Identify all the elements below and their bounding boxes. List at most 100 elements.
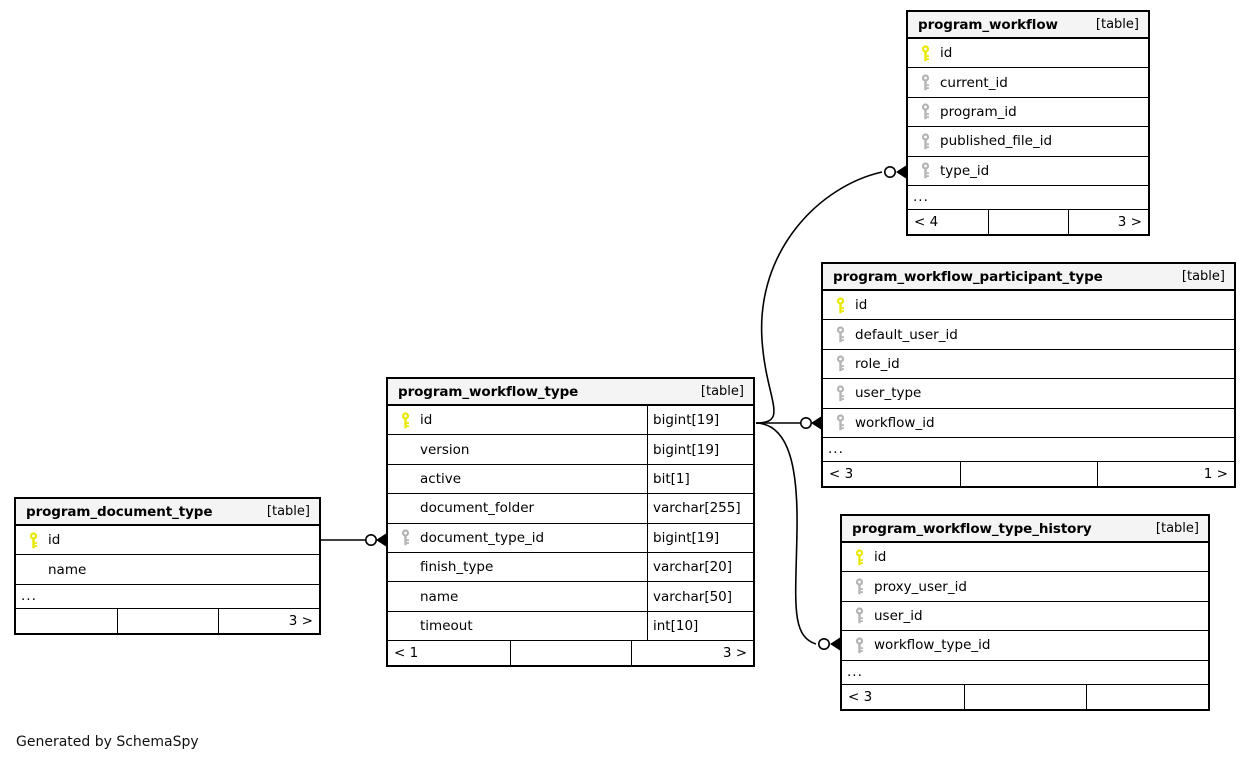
table-title: program_workflow bbox=[918, 16, 1058, 33]
footer-cell-0: < 3 bbox=[848, 688, 873, 705]
column-row-current_id[interactable]: current_id bbox=[908, 68, 1148, 98]
footer-cell-0: < 1 bbox=[394, 645, 419, 662]
footer-cell-2: 1 > bbox=[1097, 461, 1234, 486]
more-columns-indicator[interactable]: ... bbox=[823, 438, 1234, 462]
foreign-key-icon bbox=[829, 414, 851, 431]
column-label: id bbox=[874, 549, 887, 566]
footer-cell-2: 3 > bbox=[1068, 209, 1148, 234]
column-row-workflow_id[interactable]: workflow_id bbox=[823, 409, 1234, 438]
column-row-name[interactable]: name bbox=[16, 555, 319, 585]
column-row-default_user_id[interactable]: default_user_id bbox=[823, 320, 1234, 350]
column-row-type_id[interactable]: type_id bbox=[908, 157, 1148, 186]
column-type-cell: bigint[19] bbox=[647, 406, 753, 435]
column-label: default_user_id bbox=[855, 326, 958, 343]
table-title: program_workflow_type_history bbox=[852, 520, 1092, 537]
foreign-key-icon bbox=[848, 637, 870, 654]
foreign-key-icon bbox=[914, 74, 936, 91]
column-name-cell: id bbox=[16, 526, 319, 554]
column-row-workflow_type_id[interactable]: workflow_type_id bbox=[842, 631, 1208, 661]
primary-key-icon bbox=[22, 532, 44, 549]
column-name-cell: document_folder bbox=[388, 494, 647, 522]
table-program_workflow_type_history[interactable]: program_workflow_type_history [table] id pr… bbox=[840, 514, 1210, 711]
more-columns-indicator[interactable]: ... bbox=[842, 661, 1208, 685]
column-name-cell: timeout bbox=[388, 612, 647, 640]
column-row-document_folder[interactable]: document_folder varchar[255] bbox=[388, 494, 753, 524]
primary-key-icon bbox=[829, 297, 851, 314]
column-name-cell: published_file_id bbox=[908, 127, 1148, 155]
column-row-user_type[interactable]: user_type bbox=[823, 379, 1234, 409]
primary-key-icon bbox=[848, 549, 870, 566]
footer-cell-1 bbox=[960, 461, 1097, 486]
column-label: role_id bbox=[855, 355, 900, 372]
column-label: version bbox=[420, 441, 470, 458]
column-row-proxy_user_id[interactable]: proxy_user_id bbox=[842, 572, 1208, 602]
column-label: timeout bbox=[420, 617, 473, 634]
column-type-cell: int[10] bbox=[647, 611, 753, 641]
table-title: program_workflow_participant_type bbox=[833, 268, 1103, 285]
column-label: type_id bbox=[940, 162, 990, 179]
column-name-cell: id bbox=[388, 406, 647, 434]
column-name-cell: document_type_id bbox=[388, 524, 647, 552]
table-kind-label: [table] bbox=[1181, 269, 1225, 284]
column-name-cell: id bbox=[823, 291, 1234, 319]
table-program_workflow_participant_type[interactable]: program_workflow_participant_type [table]… bbox=[821, 262, 1236, 488]
column-row-published_file_id[interactable]: published_file_id bbox=[908, 127, 1148, 157]
column-row-id[interactable]: id bigint[19] bbox=[388, 406, 753, 436]
column-name-cell: program_id bbox=[908, 98, 1148, 126]
foreign-key-icon bbox=[829, 326, 851, 343]
foreign-key-icon bbox=[829, 355, 851, 372]
foreign-key-icon bbox=[848, 578, 870, 595]
column-label: id bbox=[940, 45, 953, 62]
column-label: workflow_id bbox=[855, 414, 935, 431]
primary-key-icon bbox=[914, 45, 936, 62]
table-header-program_workflow_participant_type: program_workflow_participant_type [table] bbox=[823, 264, 1234, 291]
foreign-key-icon bbox=[829, 385, 851, 402]
column-name-cell: user_type bbox=[823, 379, 1234, 407]
column-row-id[interactable]: id bbox=[16, 526, 319, 556]
more-columns-indicator[interactable]: ... bbox=[16, 585, 319, 609]
column-name-cell: version bbox=[388, 435, 647, 463]
column-row-id[interactable]: id bbox=[908, 39, 1148, 69]
column-row-program_id[interactable]: program_id bbox=[908, 98, 1148, 128]
column-label: proxy_user_id bbox=[874, 578, 967, 595]
primary-key-icon bbox=[394, 412, 416, 429]
table-header-program_workflow_type_history: program_workflow_type_history [table] bbox=[842, 516, 1208, 543]
foreign-key-icon bbox=[848, 607, 870, 624]
column-name-cell: workflow_id bbox=[823, 409, 1234, 437]
footer-cell-2: 3 > bbox=[631, 641, 753, 666]
column-label: id bbox=[855, 297, 868, 314]
table-header-program_document_type: program_document_type[table] bbox=[16, 499, 319, 526]
column-row-id[interactable]: id bbox=[842, 543, 1208, 573]
column-name-cell: name bbox=[388, 582, 647, 610]
column-name-cell: user_id bbox=[842, 602, 1208, 630]
foreign-key-icon bbox=[394, 529, 416, 546]
column-label: user_type bbox=[855, 385, 922, 402]
table-kind-label: [table] bbox=[1095, 17, 1139, 32]
more-columns-indicator[interactable]: ... bbox=[908, 186, 1148, 210]
footer-cell-1 bbox=[964, 684, 1086, 709]
foreign-key-icon bbox=[914, 133, 936, 150]
column-row-timeout[interactable]: timeout int[10] bbox=[388, 611, 753, 642]
column-label: finish_type bbox=[420, 559, 494, 576]
column-label: name bbox=[48, 561, 87, 578]
table-kind-label: [table] bbox=[1155, 521, 1199, 536]
footer-cell-0 bbox=[16, 609, 117, 633]
column-row-id[interactable]: id bbox=[823, 291, 1234, 321]
column-label: id bbox=[420, 412, 433, 429]
column-row-role_id[interactable]: role_id bbox=[823, 350, 1234, 380]
column-type-cell: varchar[255] bbox=[647, 494, 753, 523]
column-type-cell: bit[1] bbox=[647, 464, 753, 494]
column-row-user_id[interactable]: user_id bbox=[842, 602, 1208, 632]
column-label: document_folder bbox=[420, 500, 535, 517]
footer-cell-0: < 3 bbox=[829, 465, 854, 482]
table-footer-program_workflow_participant_type: < 3 1 > bbox=[823, 461, 1234, 486]
